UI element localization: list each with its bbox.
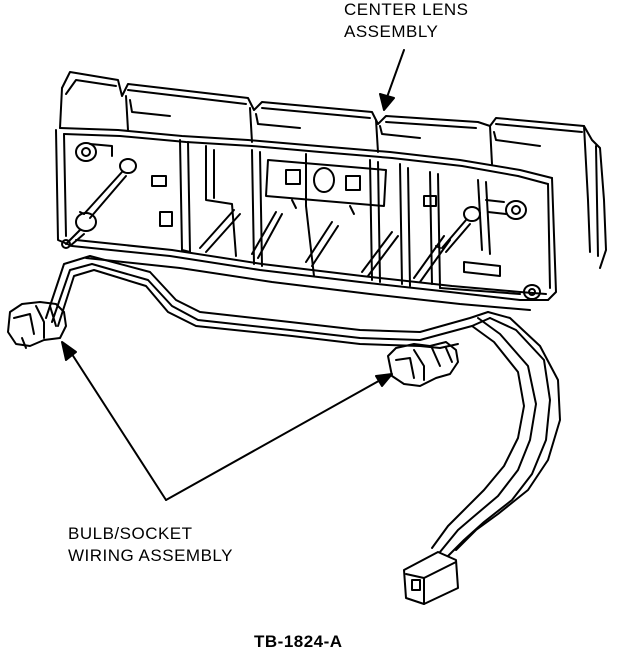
- center-lens-label-line2: ASSEMBLY: [344, 22, 439, 41]
- stud-right-bolt: [435, 206, 481, 253]
- stud-top-left: [75, 142, 113, 162]
- stud-bottom-left: [61, 212, 97, 249]
- bulb-socket-label-line2: WIRING ASSEMBLY: [68, 546, 233, 565]
- center-lens-label-line1: CENTER LENS: [344, 0, 469, 19]
- stud-upper-left-2: [79, 158, 137, 219]
- lens-housing: [55, 71, 607, 311]
- bulb-socket-label-line1: BULB/SOCKET: [68, 524, 193, 543]
- stud-bottom-right: [523, 284, 541, 300]
- wiring-harness: [45, 255, 561, 557]
- leader-arrows: [61, 49, 405, 501]
- mounting-slots: [151, 175, 501, 277]
- stud-right-upper: [485, 199, 527, 220]
- compartment-walls: [125, 95, 541, 295]
- harness-connector: [403, 551, 459, 605]
- bulb-socket-right: [387, 341, 459, 387]
- figure-reference: TB-1824-A: [254, 632, 343, 651]
- bulb-socket-left: [7, 301, 67, 349]
- mounting-studs: [61, 142, 541, 300]
- center-mount-plate: [265, 159, 387, 215]
